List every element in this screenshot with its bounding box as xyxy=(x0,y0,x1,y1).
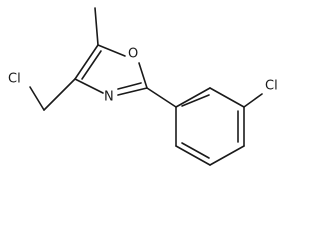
atom-label-oxygen: O xyxy=(128,47,138,62)
bond-ph5-ph6-inner xyxy=(181,142,210,159)
bond-ch2-c4 xyxy=(43,78,76,111)
bond-c2-n3 xyxy=(117,87,148,96)
bond-c5-o1 xyxy=(97,44,126,57)
bond-c2-phenyl xyxy=(146,87,177,108)
bond-c5-methyl xyxy=(94,7,99,46)
bond-ph1-ph2-inner xyxy=(181,94,210,107)
bond-c4-c5-inner xyxy=(81,50,102,80)
bond-ph5-ph6 xyxy=(175,145,211,166)
atom-label-chlorine-right: Cl xyxy=(265,79,278,94)
bond-c4-c5 xyxy=(74,44,99,80)
structure-diagram: Cl O N Cl xyxy=(8,7,278,166)
atom-label-chlorine-left: Cl xyxy=(8,72,21,87)
bond-ph1-ph2 xyxy=(175,87,211,108)
bond-ph3-cl xyxy=(243,93,263,108)
bond-cl-ch2 xyxy=(29,86,45,111)
bond-n3-c4 xyxy=(74,78,104,94)
bond-o1-c2 xyxy=(138,62,148,89)
bond-c2-n3-inner xyxy=(117,82,142,90)
bond-ph4-ph5 xyxy=(209,145,245,166)
bond-ph2-ph3 xyxy=(209,87,245,108)
atom-label-nitrogen: N xyxy=(104,90,114,105)
